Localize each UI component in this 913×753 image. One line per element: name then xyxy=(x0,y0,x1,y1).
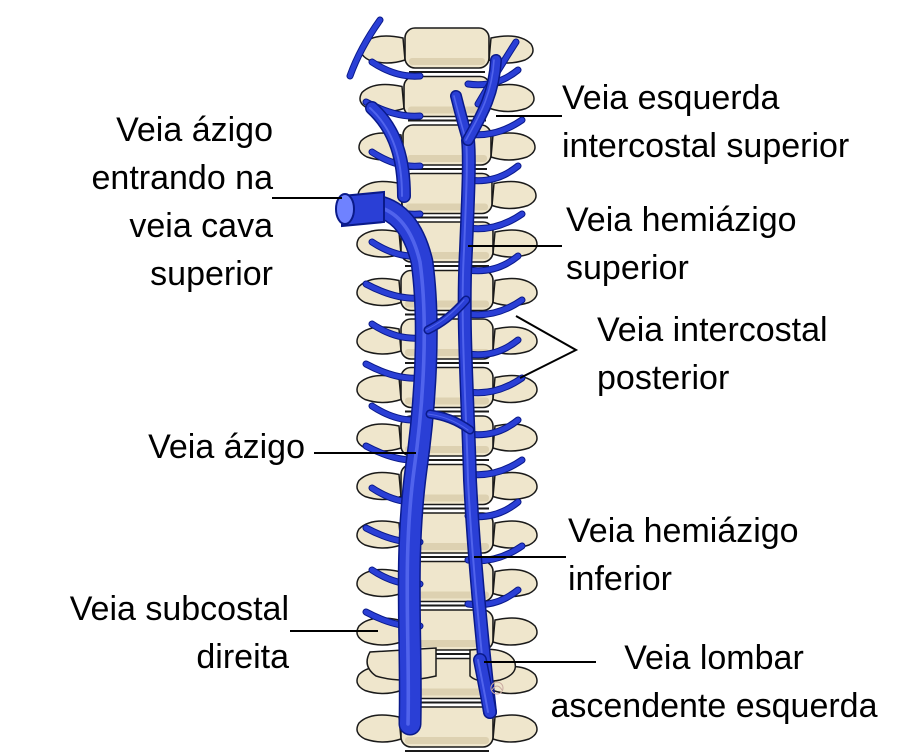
vertebral-body-shadow xyxy=(405,640,489,647)
label-right-subcostal-vein: Veia subcostal direita xyxy=(70,585,289,681)
label-line: entrando na xyxy=(91,159,274,197)
label-line: Veia esquerda xyxy=(562,79,780,117)
label-line: superior xyxy=(150,255,273,293)
vertebral-body-shadow xyxy=(405,688,489,696)
label-azygos-entering-svc: Veia ázigo entrando na veia cava superio… xyxy=(92,106,274,298)
label-left-ascending-lumbar-vein: Veia lombar ascendente esquerda xyxy=(522,634,906,730)
transverse-process-right xyxy=(492,520,538,549)
label-line: Veia lombar xyxy=(624,639,804,677)
artist-signature-mark xyxy=(490,681,504,695)
transverse-process-right xyxy=(492,714,538,743)
label-line: intercostal superior xyxy=(562,127,850,165)
superior-vena-cava-opening xyxy=(335,193,355,225)
label-line: inferior xyxy=(568,560,672,598)
vertebral-column xyxy=(356,27,538,752)
main-vein-trunks xyxy=(335,54,502,736)
label-line: Veia hemiázigo xyxy=(568,512,799,550)
right-posterior-intercostal-vein xyxy=(369,59,423,79)
transverse-process-right xyxy=(492,229,538,258)
hemiazygos-crossing-vein-highlight xyxy=(427,413,469,431)
transverse-process-right xyxy=(492,617,538,646)
label-line: Veia subcostal xyxy=(69,590,289,628)
label-line: Veia hemiázigo xyxy=(566,201,797,239)
transverse-process-right xyxy=(490,132,536,161)
label-left-superior-intercostal-vein: Veia esquerda intercostal superior xyxy=(562,74,849,170)
azygos-upper-tributary-highlight xyxy=(369,107,403,197)
transverse-process-left xyxy=(356,374,402,404)
left-posterior-intercostal-vein xyxy=(465,253,521,274)
hemiazygos-vein xyxy=(459,134,496,718)
transverse-process-right xyxy=(489,83,535,113)
azygos-vein-highlight xyxy=(372,204,427,726)
label-line: Veia intercostal xyxy=(597,311,828,349)
left-ascending-lumbar-vein-highlight xyxy=(477,659,489,713)
vertebral-body-shadow xyxy=(405,591,489,599)
label-posterior-intercostal-vein: Veia intercostal posterior xyxy=(597,306,828,402)
label-superior-hemiazygos-vein: Veia hemiázigo superior xyxy=(566,196,797,292)
label-line: direita xyxy=(196,638,289,676)
left-posterior-intercostal-vein xyxy=(465,337,521,358)
label-line: Veia ázigo xyxy=(116,111,273,149)
label-inferior-hemiazygos-vein: Veia hemiázigo inferior xyxy=(568,507,799,603)
label-line: veia cava xyxy=(129,207,273,245)
hemiazygos-crossing-vein-highlight xyxy=(425,299,465,331)
azygos-upper-tributary xyxy=(366,102,410,202)
vertebral-body-shadow xyxy=(409,58,485,65)
transverse-process-right xyxy=(491,180,537,210)
label-line: posterior xyxy=(597,359,730,397)
label-azygos-vein: Veia ázigo xyxy=(148,423,305,471)
vertebral-body-shadow xyxy=(406,203,488,211)
transverse-process-right xyxy=(492,471,538,501)
transverse-process-left xyxy=(356,714,402,743)
vertebral-body-shadow xyxy=(408,106,486,114)
label-line: Veia ázigo xyxy=(148,428,305,466)
upper-intercostal-vein xyxy=(347,17,383,79)
vertebral-body-shadow xyxy=(405,737,489,744)
label-line: ascendente esquerda xyxy=(550,687,878,725)
hemiazygos-vein-highlight xyxy=(461,139,489,713)
leader-posterior-intercostal xyxy=(515,315,579,379)
hemiazygos-crossing-vein xyxy=(425,297,469,333)
label-leader-lines xyxy=(272,115,596,663)
left-superior-intercostal-vein xyxy=(463,55,501,145)
left-superior-intercostal-vein-highlight xyxy=(465,59,495,141)
left-ascending-lumbar-vein xyxy=(474,654,496,718)
left-posterior-intercostal-vein xyxy=(465,297,525,318)
label-line: superior xyxy=(566,249,689,287)
